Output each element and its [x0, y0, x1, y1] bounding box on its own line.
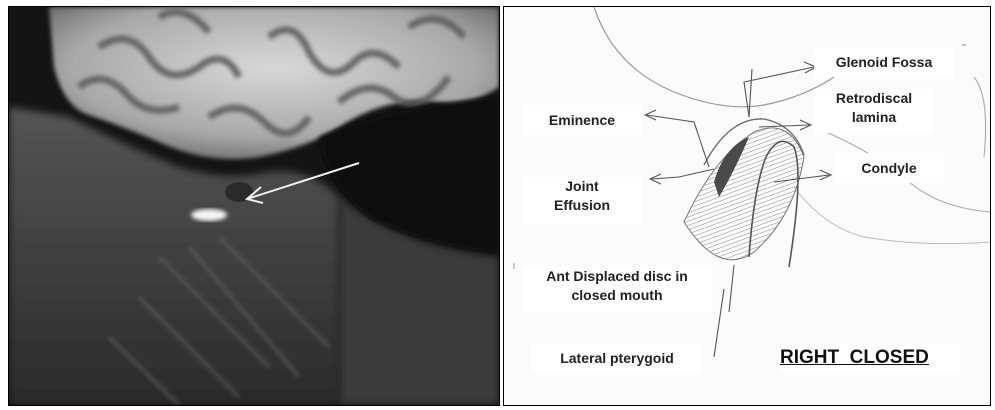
disc-line2: closed mouth — [522, 286, 712, 305]
eminence-text: Eminence — [549, 112, 615, 128]
joint-line1: Joint — [522, 177, 642, 196]
mri-illustration — [9, 7, 499, 405]
label-retrodiscal-lamina: Retrodiscal lamina — [814, 89, 934, 133]
label-eminence: Eminence — [522, 105, 642, 135]
label-glenoid-fossa: Glenoid Fossa — [814, 47, 954, 77]
label-condyle: Condyle — [834, 153, 944, 183]
label-joint-effusion: Joint Effusion — [522, 177, 642, 225]
mri-image — [8, 6, 500, 406]
label-ant-displaced-disc: Ant Displaced disc in closed mouth — [522, 267, 712, 313]
retrodiscal-line1: Retrodiscal — [814, 89, 934, 108]
schematic-sketch: Glenoid Fossa Retrodiscal lamina Eminenc… — [503, 6, 991, 406]
condyle-text: Condyle — [861, 160, 916, 176]
retrodiscal-line2: lamina — [814, 108, 934, 127]
lateral-pterygoid-text: Lateral pterygoid — [560, 350, 674, 366]
panel-title-text: RIGHT CLOSED — [780, 347, 929, 368]
label-lateral-pterygoid: Lateral pterygoid — [532, 343, 702, 373]
disc-line1: Ant Displaced disc in — [522, 267, 712, 286]
panel-title: RIGHT CLOSED — [780, 343, 960, 373]
glenoid-fossa-text: Glenoid Fossa — [836, 54, 932, 70]
joint-fluid-spot — [191, 209, 227, 221]
joint-line2: Effusion — [522, 196, 642, 215]
